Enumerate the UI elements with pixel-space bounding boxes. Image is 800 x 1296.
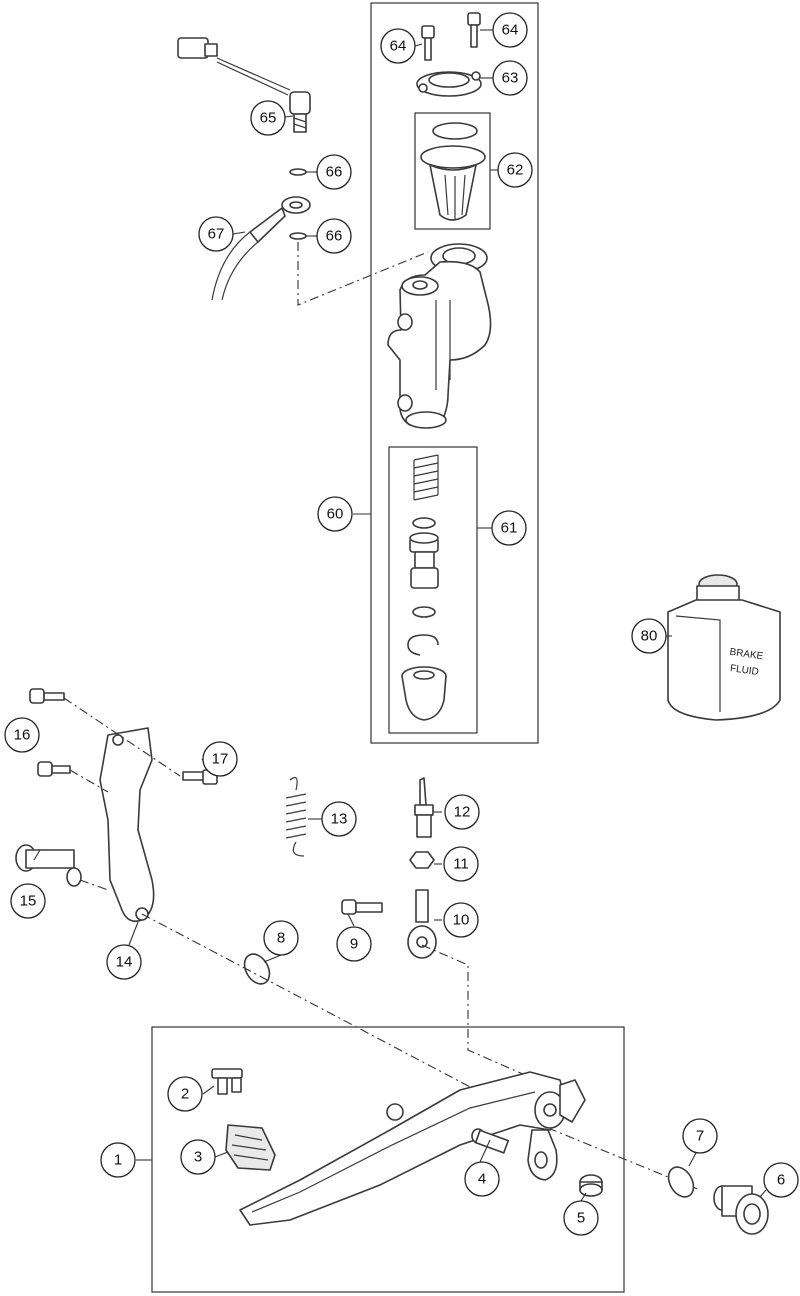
callout-17: 17 (202, 741, 238, 777)
callout-15: 15 (10, 883, 46, 919)
brake-hose (211, 196, 311, 301)
pin-2 (211, 1068, 243, 1095)
bolt-9 (341, 899, 383, 915)
callout-2: 2 (167, 1076, 203, 1112)
callout-60: 60 (317, 496, 353, 532)
svg-text:17: 17 (212, 751, 229, 768)
master-cylinder-frame (370, 2, 539, 744)
callout-65: 65 (250, 100, 286, 136)
svg-text:11: 11 (453, 856, 469, 873)
brake-fluid-can: BRAKE FLUID (667, 574, 781, 721)
bushing-5 (579, 1174, 603, 1197)
callout-5: 5 (563, 1200, 599, 1236)
svg-text:5: 5 (577, 1210, 585, 1227)
screw-64-left (421, 25, 435, 61)
brake-pedal (239, 1071, 586, 1226)
washer-66-top (289, 168, 307, 176)
svg-text:65: 65 (260, 110, 277, 127)
callout-16: 16 (4, 717, 40, 753)
push-rod-12 (414, 777, 434, 838)
svg-text:8: 8 (277, 930, 285, 947)
pedal-tip-3 (225, 1124, 276, 1171)
shaft-15 (15, 844, 82, 887)
svg-text:2: 2 (181, 1086, 189, 1103)
seal-ring-2 (412, 606, 436, 618)
callout-13: 13 (321, 801, 357, 837)
callout-11: 11 (443, 846, 479, 882)
svg-text:66: 66 (326, 164, 343, 181)
reservoir-cap (416, 71, 482, 97)
svg-text:14: 14 (116, 954, 133, 971)
svg-text:13: 13 (331, 811, 348, 828)
svg-text:63: 63 (502, 70, 519, 87)
svg-text:67: 67 (208, 226, 225, 243)
footrest-bracket (99, 727, 155, 923)
reservoir-diaphragm (420, 122, 486, 221)
callout-1: 1 (100, 1142, 136, 1178)
callout-64-right: 64 (492, 12, 528, 48)
clevis-10 (407, 889, 437, 959)
can-label-line1: BRAKE (729, 647, 764, 663)
callout-61: 61 (491, 510, 527, 546)
svg-text:64: 64 (390, 38, 407, 55)
callout-7: 7 (682, 1118, 718, 1154)
dust-boot (401, 666, 447, 721)
callout-12: 12 (444, 794, 480, 830)
master-cylinder-body (387, 243, 492, 429)
svg-text:7: 7 (696, 1128, 704, 1145)
pin-4 (471, 1128, 510, 1154)
svg-text:4: 4 (478, 1171, 486, 1188)
callout-6: 6 (763, 1162, 799, 1198)
svg-text:64: 64 (502, 22, 519, 39)
callout-4: 4 (464, 1161, 500, 1197)
piston (409, 532, 439, 589)
o-ring-7 (667, 1166, 695, 1198)
can-label-line2: FLUID (729, 663, 759, 678)
svg-text:80: 80 (641, 628, 658, 645)
callout-66-bottom: 66 (316, 218, 352, 254)
o-ring-8 (243, 953, 271, 985)
callout-66-top: 66 (316, 154, 352, 190)
callout-14: 14 (106, 944, 142, 980)
reservoir-subframe (414, 112, 491, 230)
svg-text:9: 9 (350, 936, 358, 953)
callout-67: 67 (198, 216, 234, 252)
screw-64-right (467, 12, 481, 48)
callout-64-left: 64 (380, 28, 416, 64)
svg-text:10: 10 (453, 912, 470, 929)
svg-text:61: 61 (501, 520, 518, 537)
svg-text:3: 3 (194, 1149, 202, 1166)
svg-text:66: 66 (326, 228, 343, 245)
svg-text:60: 60 (327, 506, 344, 523)
svg-text:62: 62 (507, 162, 524, 179)
svg-text:1: 1 (114, 1152, 122, 1169)
callout-3: 3 (180, 1139, 216, 1175)
washer-66-bottom (289, 232, 307, 240)
circlip (407, 634, 439, 656)
seal-ring-1 (412, 517, 436, 529)
bushing-6 (713, 1185, 769, 1235)
callout-62: 62 (497, 152, 533, 188)
callout-10: 10 (443, 902, 479, 938)
callout-8: 8 (263, 920, 299, 956)
nut-11 (409, 851, 435, 869)
svg-text:6: 6 (777, 1172, 785, 1189)
callout-9: 9 (336, 926, 372, 962)
svg-text:12: 12 (454, 804, 471, 821)
brake-light-switch (177, 37, 311, 133)
return-spring (285, 777, 307, 857)
svg-text:15: 15 (20, 893, 37, 910)
callout-80: 80 (631, 618, 667, 654)
svg-text:16: 16 (14, 727, 31, 744)
bolt-upper (37, 761, 71, 777)
piston-spring (413, 454, 439, 501)
piston-kit-subframe (388, 446, 478, 734)
callout-63: 63 (492, 60, 528, 96)
bolt-16 (29, 688, 65, 704)
